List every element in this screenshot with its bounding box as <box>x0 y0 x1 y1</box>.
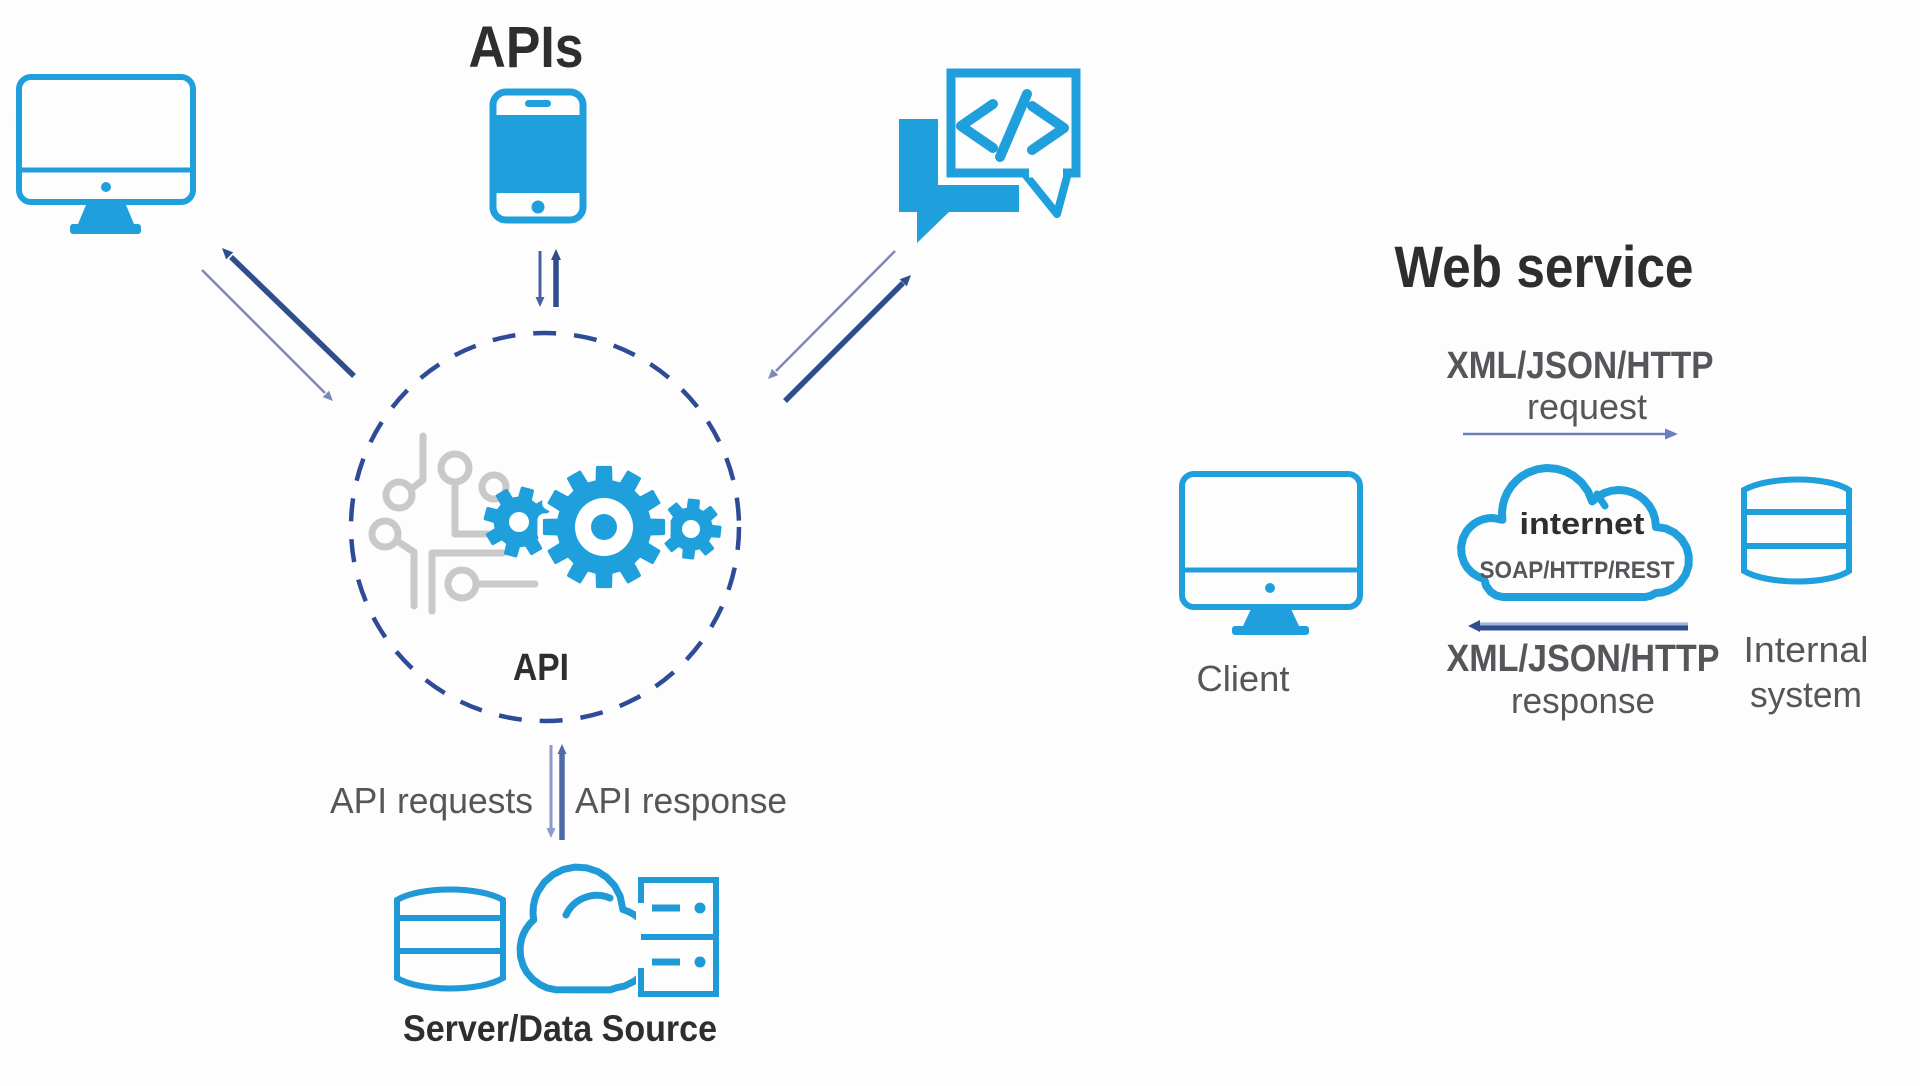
svg-text:response: response <box>1511 680 1655 721</box>
svg-text:XML/JSON/HTTP: XML/JSON/HTTP <box>1447 638 1720 680</box>
svg-text:XML/JSON/HTTP: XML/JSON/HTTP <box>1447 345 1714 387</box>
svg-text:Server/Data Source: Server/Data Source <box>403 1008 717 1049</box>
svg-text:internet: internet <box>1520 506 1645 541</box>
svg-text:Internal: Internal <box>1744 629 1869 670</box>
svg-text:system: system <box>1750 674 1862 715</box>
svg-text:API response: API response <box>575 780 787 821</box>
svg-text:request: request <box>1527 386 1647 427</box>
svg-text:Web service: Web service <box>1395 235 1694 300</box>
svg-text:APIs: APIs <box>469 15 584 80</box>
svg-text:SOAP/HTTP/REST: SOAP/HTTP/REST <box>1480 557 1675 584</box>
svg-text:Client: Client <box>1197 658 1290 699</box>
svg-text:API: API <box>513 647 569 689</box>
svg-text:API requests: API requests <box>330 780 533 821</box>
